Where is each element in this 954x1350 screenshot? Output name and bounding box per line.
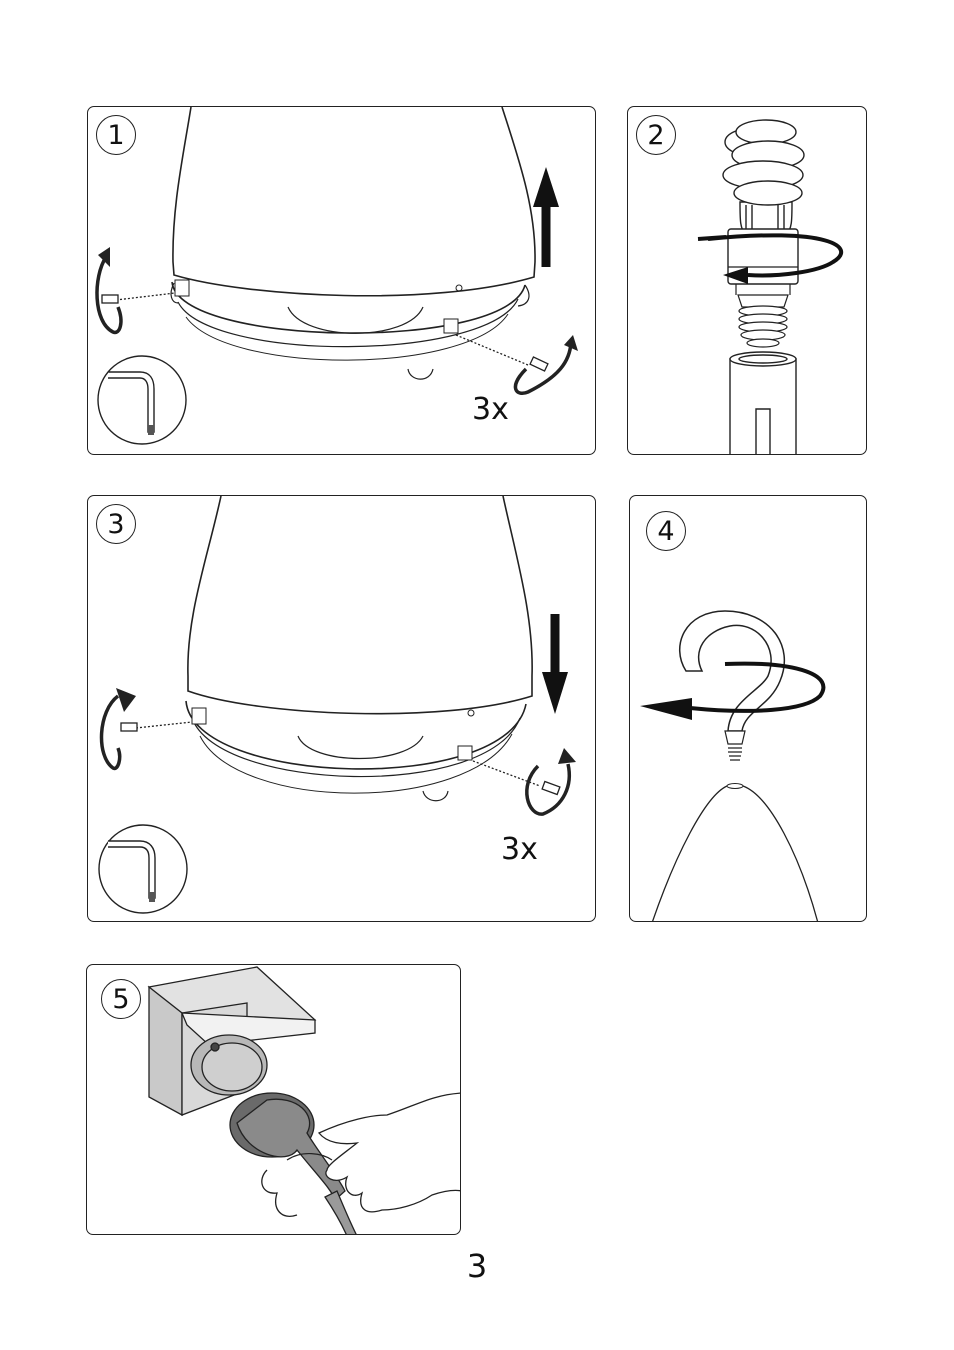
- step-number-badge: 3: [96, 504, 136, 544]
- rotate-arrow-icon: [102, 696, 120, 768]
- step-1-panel: 1 3x: [87, 106, 596, 455]
- lamp-socket-icon: [730, 352, 796, 455]
- lamp-top-icon: [652, 786, 818, 922]
- lamp-shade-illustration: [173, 107, 535, 296]
- hex-key-icon: [99, 825, 187, 913]
- lamp-shade-illustration: [188, 496, 532, 714]
- spiral-bulb-icon: [723, 120, 804, 237]
- page-number: 3: [0, 1250, 954, 1282]
- step-5-panel: 5: [86, 964, 461, 1235]
- screw-icon: [102, 295, 118, 303]
- screw-icon: [542, 782, 560, 795]
- step-number-badge: 1: [96, 115, 136, 155]
- screw-quantity-label: 3x: [501, 835, 538, 865]
- step-number-badge: 5: [101, 979, 141, 1019]
- step-4-panel: 4: [629, 495, 867, 922]
- step-3-panel: 3 3x: [87, 495, 596, 922]
- step-2-panel: 2: [627, 106, 867, 455]
- hex-key-icon: [98, 356, 186, 444]
- step-number-badge: 2: [636, 115, 676, 155]
- hook-icon: [680, 611, 785, 731]
- step-2-illustration: [628, 107, 867, 455]
- step-5-illustration: [87, 965, 461, 1235]
- screw-quantity-label: 3x: [472, 395, 509, 425]
- step-1-illustration: [88, 107, 596, 455]
- screw-icon: [530, 357, 548, 371]
- outlet-icon: [149, 967, 315, 1115]
- step-4-illustration: [630, 496, 867, 922]
- step-number-badge: 4: [646, 511, 686, 551]
- screw-icon: [121, 723, 137, 731]
